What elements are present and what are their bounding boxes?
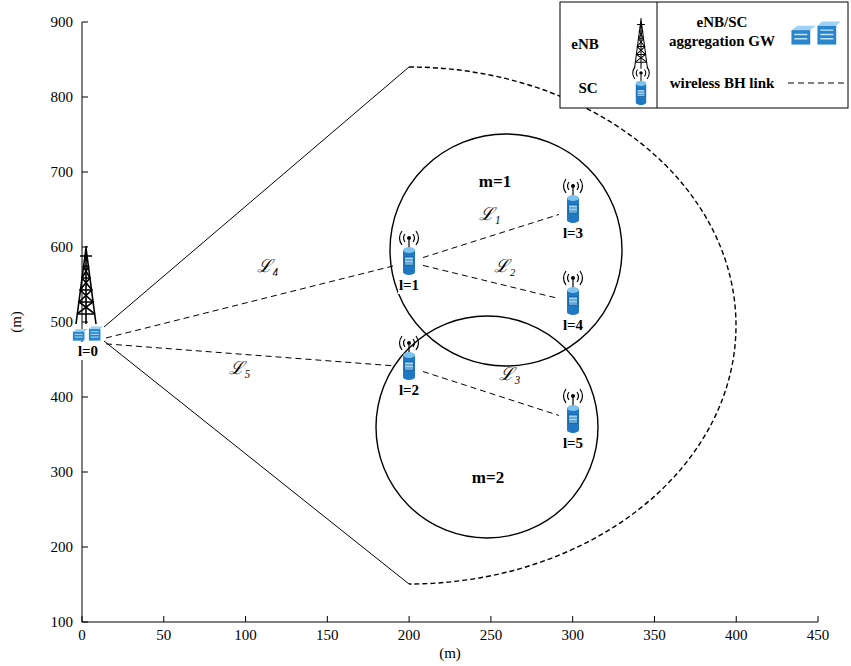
legend-sc-icon	[633, 67, 650, 105]
coverage-outline	[104, 67, 736, 584]
small-cell-node: l=2	[395, 335, 423, 399]
node-index-label: l=1	[398, 276, 420, 294]
tick-label: 800	[51, 89, 74, 106]
cluster-circle: m=2 l=2 l=5	[375, 315, 599, 539]
wireless-link	[106, 266, 395, 338]
tick-label: 400	[725, 627, 748, 644]
small-cell-icon	[561, 178, 585, 224]
circle-outline	[389, 133, 623, 367]
axes	[82, 22, 818, 622]
legend-entry: eNB	[571, 35, 599, 54]
legend-entry: eNB/SC aggregation GW	[661, 13, 783, 51]
tick-label: 900	[51, 14, 74, 31]
legend-gw-icon	[791, 21, 840, 44]
link-label: ℒ₅	[229, 358, 250, 378]
tick-label: 300	[51, 464, 74, 481]
small-cell-icon	[397, 230, 421, 276]
gateway-node: l=0	[70, 325, 106, 360]
node-index-label: l=2	[398, 381, 420, 399]
tick-label: 500	[51, 314, 74, 331]
small-cell-node: l=5	[559, 388, 587, 452]
tick-label: 350	[643, 627, 666, 644]
legend-entry: wireless BH link	[670, 74, 775, 93]
legend-entry: SC	[578, 79, 597, 98]
axis-title: (m)	[439, 645, 461, 662]
tick-label: 0	[78, 627, 86, 644]
node-index-label: l=3	[562, 224, 584, 242]
gateway-icon	[72, 325, 104, 342]
tick-label: 400	[51, 389, 74, 406]
small-cell-node: l=1	[395, 230, 423, 294]
node-index-label: l=0	[77, 342, 99, 360]
legend-dash-sample	[788, 82, 845, 83]
link-label: ℒ₃	[499, 364, 520, 384]
tick-label: 100	[51, 614, 74, 631]
tick-label: 250	[480, 627, 503, 644]
enb-tower	[76, 246, 96, 324]
tick-label: 600	[51, 239, 74, 256]
axis-title: (m)	[8, 311, 25, 333]
tick-label: 300	[561, 627, 584, 644]
node-index-label: l=5	[562, 434, 584, 452]
link-label: ℒ₁	[479, 204, 500, 224]
tick-label: 50	[156, 627, 171, 644]
tick-label: 700	[51, 164, 74, 181]
small-cell-icon	[397, 335, 421, 381]
tick-label: 200	[51, 539, 74, 556]
link-label: ℒ₄	[257, 256, 278, 276]
node-index-label: l=4	[562, 316, 584, 334]
small-cell-node: l=4	[559, 270, 587, 334]
small-cell-node: l=3	[559, 178, 587, 242]
link-label: ℒ₂	[494, 256, 515, 276]
small-cell-icon	[561, 388, 585, 434]
tick-label: 450	[807, 627, 830, 644]
tick-label: 100	[234, 627, 257, 644]
wireless-link	[423, 372, 559, 416]
tick-label: 150	[316, 627, 339, 644]
cluster-label: m=1	[479, 172, 511, 192]
legend-tower-icon	[635, 18, 648, 69]
tick-label: 200	[398, 627, 421, 644]
wireless-link	[423, 265, 559, 298]
cluster-label: m=2	[472, 468, 504, 488]
legend-frame	[560, 2, 848, 108]
small-cell-icon	[561, 270, 585, 316]
cluster-circle: m=1 l=1 l=3 l=4	[389, 133, 623, 367]
